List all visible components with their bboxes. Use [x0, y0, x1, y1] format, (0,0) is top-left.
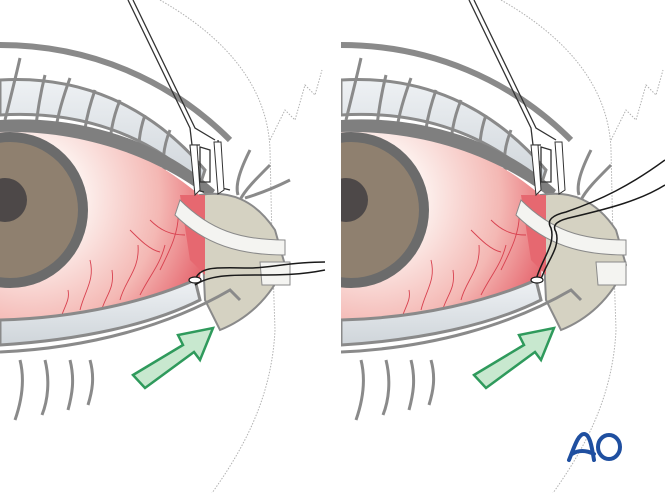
panel-right-illustration	[341, 0, 665, 493]
ao-logo-icon	[567, 431, 622, 462]
ao-logo	[566, 428, 626, 468]
eye-illustration-left	[0, 0, 326, 493]
eye-illustration-right	[341, 0, 665, 493]
panel-left-illustration	[0, 0, 326, 493]
arrow-indicator-left	[131, 326, 216, 390]
arrow-indicator-right	[472, 326, 557, 390]
